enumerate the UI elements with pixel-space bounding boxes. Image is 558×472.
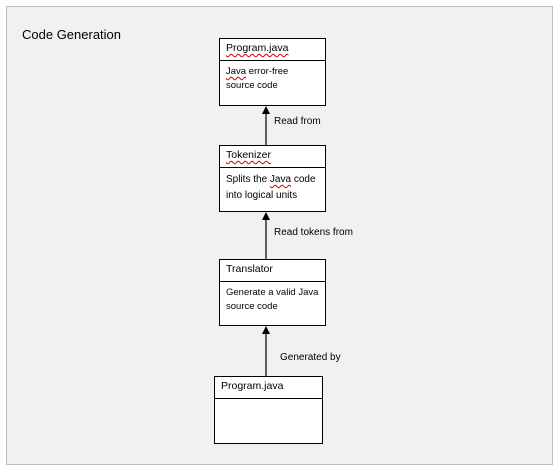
program-java-top-header-text: Program.java [226,42,289,54]
tokenizer-body: Splits the Java code into logical units [220,168,325,204]
body-text-part: Generate a valid Java source code [226,287,319,312]
program-java-bottom-header: Program.java [215,377,322,399]
translator-box[interactable]: Translator Generate a valid Java source … [219,259,326,326]
program-java-top-body: Java error-free source code [220,61,325,93]
body-text-part: code into logical units [226,174,316,201]
body-text-part: Splits the [226,174,270,185]
program-java-top-box[interactable]: Program.java Java error-free source code [219,38,326,106]
edge-label-read-tokens-from: Read tokens from [274,227,353,238]
arrowhead-program-top [262,106,270,114]
tokenizer-header: Tokenizer [220,146,325,168]
program-java-bottom-box[interactable]: Program.java [214,376,323,444]
translator-header: Translator [220,260,325,282]
translator-header-text: Translator [226,263,273,275]
tokenizer-box[interactable]: Tokenizer Splits the Java code into logi… [219,145,326,212]
tokenizer-header-text: Tokenizer [226,149,271,161]
arrowhead-translator [262,326,270,334]
edge-label-generated-by: Generated by [280,352,341,363]
body-text-part: Java [269,174,292,185]
edge-label-read-from: Read from [274,116,321,127]
arrowhead-tokenizer [262,212,270,220]
body-text-part: error-free source code [226,66,289,91]
program-java-top-header: Program.java [220,39,325,61]
program-java-bottom-header-text: Program.java [221,380,284,392]
diagram-title: Code Generation [22,27,122,42]
body-text-part: Java [226,66,247,77]
translator-body: Generate a valid Java source code [220,282,325,314]
